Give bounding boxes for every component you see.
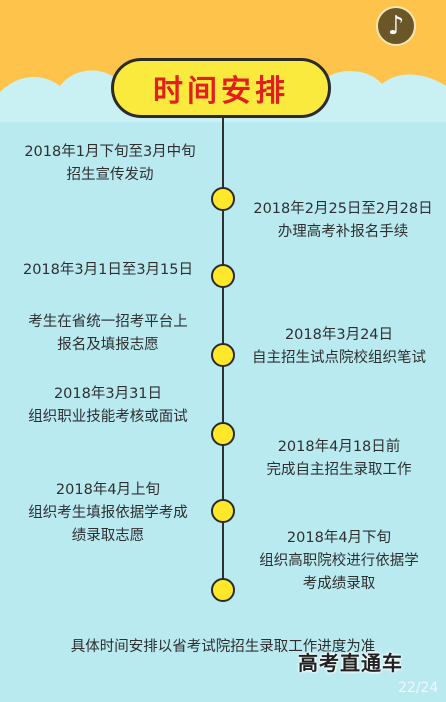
timeline-event: 2018年4月上旬 组织考生填报依据学考成 绩录取志愿 xyxy=(6,479,210,548)
event-desc: 组织高职院校进行依据学 xyxy=(259,553,419,569)
event-date: 2018年3月31日 xyxy=(53,386,163,402)
event-date: 2018年1月下旬至3月中旬 xyxy=(24,144,196,160)
event-date: 2018年4月18日前 xyxy=(277,439,401,455)
event-desc: 绩录取志愿 xyxy=(71,528,145,544)
timeline-dot xyxy=(211,343,235,367)
event-desc: 报名及填报志愿 xyxy=(57,337,159,353)
watermark: 高考直通车 xyxy=(298,651,403,675)
page-title: 时间安排 xyxy=(111,58,331,118)
event-desc: 考生在省统一招考平台上 xyxy=(28,314,188,330)
timeline-event: 2018年4月18日前 完成自主招生录取工作 xyxy=(232,436,446,482)
timeline-event: 2018年2月25日至2月28日 办理高考补报名手续 xyxy=(240,198,446,244)
timeline-dot xyxy=(211,578,235,602)
timeline-dot xyxy=(211,264,235,288)
timeline-event: 2018年4月下旬 组织高职院校进行依据学 考成绩录取 xyxy=(232,527,446,596)
event-desc: 组织考生填报依据学考成 xyxy=(28,505,188,521)
event-desc: 完成自主招生录取工作 xyxy=(266,462,412,478)
event-date: 2018年3月1日至3月15日 xyxy=(22,262,194,278)
event-date: 2018年4月上旬 xyxy=(55,482,161,498)
timeline-dot xyxy=(211,187,235,211)
page-indicator: 22/24 xyxy=(398,680,439,696)
timeline-event: 2018年3月1日至3月15日 xyxy=(6,259,210,282)
timeline-event: 2018年3月24日 自主招生试点院校组织笔试 xyxy=(232,324,446,370)
event-desc: 办理高考补报名手续 xyxy=(277,224,409,240)
timeline-dot xyxy=(211,499,235,523)
timeline-event: 2018年3月31日 组织职业技能考核或面试 xyxy=(6,383,210,429)
event-date: 2018年2月25日至2月28日 xyxy=(253,201,433,217)
event-date: 2018年3月24日 xyxy=(284,327,394,343)
music-note-icon: ♪ xyxy=(387,11,405,41)
event-desc: 考成绩录取 xyxy=(302,576,376,592)
event-desc: 自主招生试点院校组织笔试 xyxy=(252,350,426,366)
event-desc: 招生宣传发动 xyxy=(66,167,154,183)
music-toggle-button[interactable]: ♪ xyxy=(376,6,416,46)
timeline-event: 考生在省统一招考平台上 报名及填报志愿 xyxy=(6,311,210,357)
timeline-event: 2018年1月下旬至3月中旬 招生宣传发动 xyxy=(10,141,210,187)
event-date: 2018年4月下旬 xyxy=(286,530,392,546)
footer-note: 具体时间安排以省考试院招生录取工作进度为准 xyxy=(70,639,376,655)
event-desc: 组织职业技能考核或面试 xyxy=(28,409,188,425)
timeline-dot xyxy=(211,422,235,446)
